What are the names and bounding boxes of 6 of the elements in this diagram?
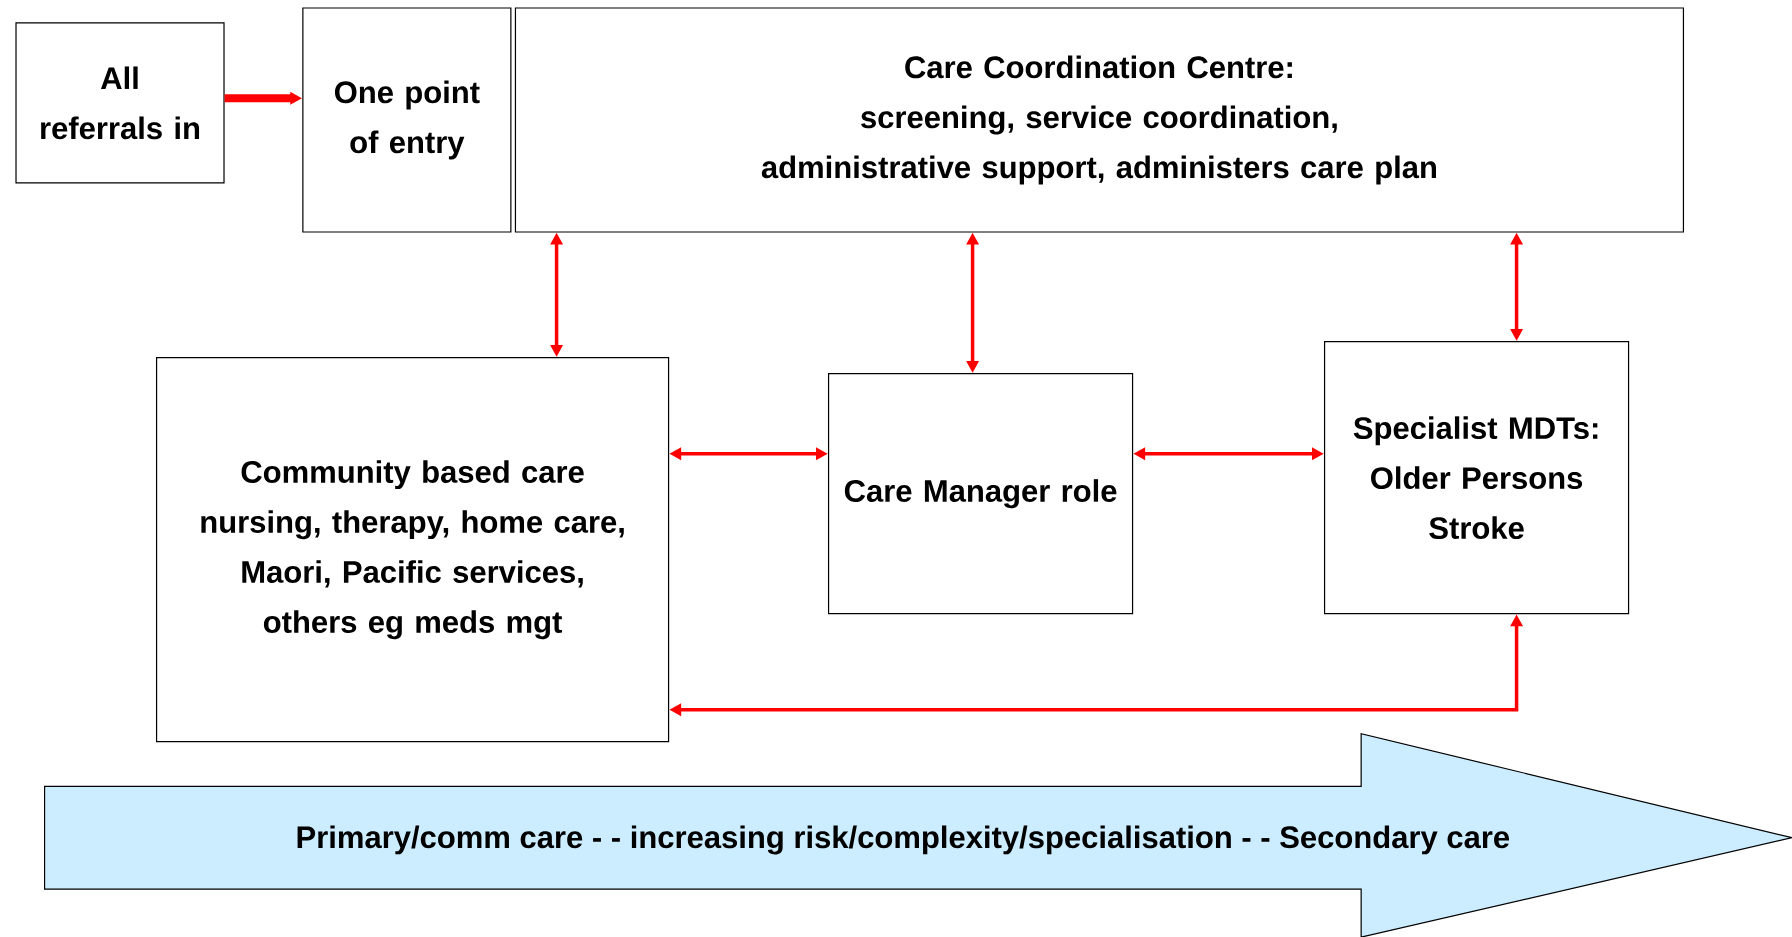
process-box: Care Coordination Centre: screening, service coordination, administrative support, administers care plan: [514, 7, 1685, 233]
process-box: Care Manager role: [828, 373, 1134, 615]
process-box: All referrals in: [15, 22, 225, 184]
process-box: One point of entry: [302, 7, 512, 233]
process-box: Community based care nursing, therapy, home care, Maori, Pacific services, others eg meds mgt: [156, 357, 670, 743]
process-box: Specialist MDTs: Older Persons Stroke: [1324, 341, 1630, 615]
